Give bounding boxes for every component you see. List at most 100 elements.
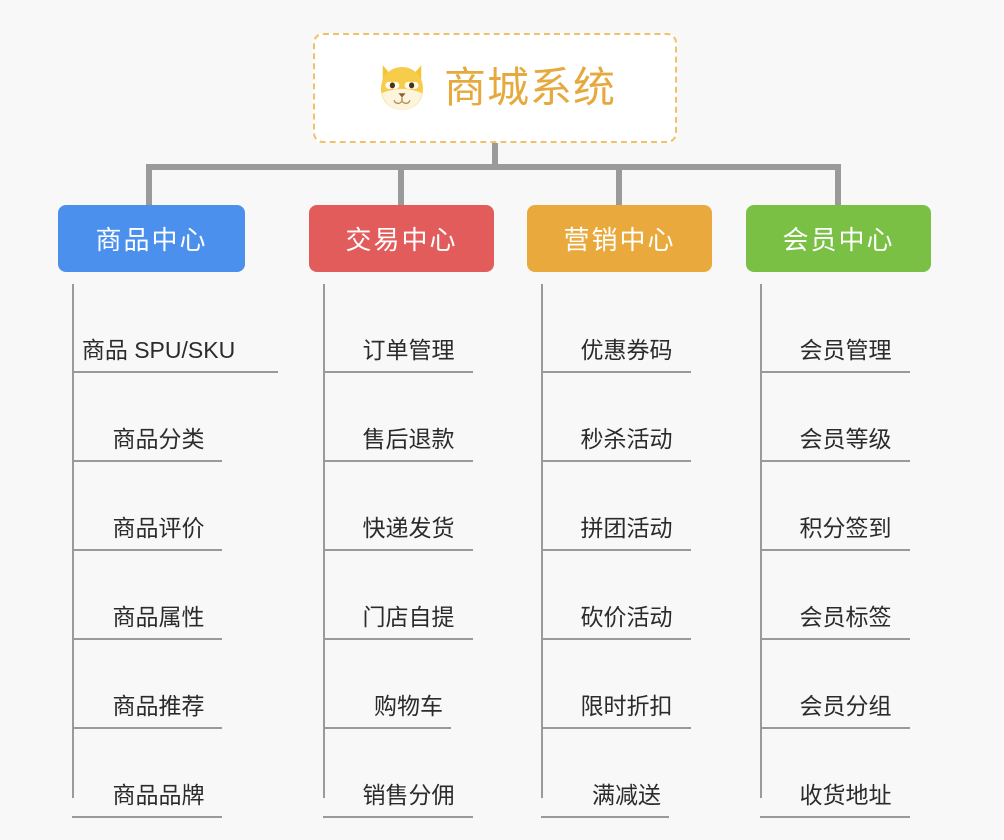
list-item[interactable]: 满减送 [541,729,712,818]
category-label: 营销中心 [563,225,676,255]
leaf-label: 商品属性 [112,603,205,630]
list-item[interactable]: 购物车 [323,640,494,729]
list-item[interactable]: 商品评价 [72,462,245,551]
list-item[interactable]: 秒杀活动 [541,373,712,462]
list-item[interactable]: 销售分佣 [323,729,494,818]
list-item[interactable]: 砍价活动 [541,551,712,640]
connector-drop-2 [398,164,404,206]
leaf-label: 会员等级 [799,425,892,452]
leaf-label: 商品 SPU/SKU [81,336,236,363]
leaf-rule [323,638,473,640]
branch-column-1: 商品中心 商品 SPU/SKU 商品分类 商品评价 商品属性 商品推荐 [58,205,278,818]
leaf-list-1: 商品 SPU/SKU 商品分类 商品评价 商品属性 商品推荐 商品品牌 [58,284,278,818]
connector-root-stub [492,143,498,167]
leaf-label: 会员分组 [799,692,892,719]
list-item[interactable]: 订单管理 [323,284,494,373]
leaf-rule [760,371,910,373]
leaf-list-2: 订单管理 售后退款 快递发货 门店自提 购物车 销售分佣 [309,284,494,818]
leaf-label: 商品品牌 [112,781,205,808]
list-item[interactable]: 售后退款 [323,373,494,462]
connector-drop-3 [616,164,622,206]
leaf-rule [541,460,691,462]
leaf-label: 会员标签 [799,603,892,630]
leaf-rule [760,460,910,462]
leaf-label: 积分签到 [799,514,892,541]
trunk-line-1 [72,284,74,798]
branch-column-3: 营销中心 优惠券码 秒杀活动 拼团活动 砍价活动 限时折扣 [527,205,712,818]
list-item[interactable]: 会员分组 [760,640,931,729]
leaf-rule [760,549,910,551]
leaf-rule [72,371,278,373]
leaf-label: 拼团活动 [580,514,673,541]
leaf-label: 订单管理 [362,336,455,363]
leaf-label: 秒杀活动 [580,425,673,452]
leaf-label: 满减送 [592,781,661,808]
category-header-marketing[interactable]: 营销中心 [527,205,712,272]
branch-column-4: 会员中心 会员管理 会员等级 积分签到 会员标签 会员分组 [746,205,931,818]
leaf-label: 快递发货 [362,514,455,541]
leaf-label: 优惠券码 [580,336,673,363]
leaf-rule [760,638,910,640]
root-title: 商城系统 [443,64,616,111]
leaf-label: 商品推荐 [112,692,205,719]
leaf-rule [323,727,451,729]
leaf-rule [541,549,691,551]
category-header-trade[interactable]: 交易中心 [309,205,494,272]
list-item[interactable]: 会员管理 [760,284,931,373]
list-item[interactable]: 商品属性 [72,551,245,640]
leaf-label: 限时折扣 [580,692,673,719]
leaf-list-3: 优惠券码 秒杀活动 拼团活动 砍价活动 限时折扣 满减送 [527,284,712,818]
trunk-line-3 [541,284,543,798]
leaf-rule [760,816,910,818]
leaf-rule [72,638,222,640]
list-item[interactable]: 收货地址 [760,729,931,818]
leaf-label: 会员管理 [799,336,892,363]
list-item[interactable]: 门店自提 [323,551,494,640]
leaf-rule [541,816,669,818]
list-item[interactable]: 积分签到 [760,462,931,551]
list-item[interactable]: 拼团活动 [541,462,712,551]
list-item[interactable]: 优惠券码 [541,284,712,373]
list-item[interactable]: 会员等级 [760,373,931,462]
leaf-rule [323,549,473,551]
leaf-rule [323,371,473,373]
category-header-product[interactable]: 商品中心 [58,205,245,272]
leaf-rule [541,727,691,729]
list-item[interactable]: 快递发货 [323,462,494,551]
trunk-line-2 [323,284,325,798]
leaf-rule [72,727,222,729]
category-label: 会员中心 [782,225,895,255]
leaf-label: 收货地址 [799,781,892,808]
connector-drop-4 [835,164,841,206]
branch-column-2: 交易中心 订单管理 售后退款 快递发货 门店自提 购物车 [309,205,494,818]
leaf-label: 商品评价 [112,514,205,541]
list-item[interactable]: 商品推荐 [72,640,245,729]
leaf-rule [323,460,473,462]
category-label: 商品中心 [95,225,208,255]
leaf-label: 商品分类 [112,425,205,452]
leaf-rule [323,816,473,818]
list-item[interactable]: 会员标签 [760,551,931,640]
leaf-rule [760,727,910,729]
category-header-member[interactable]: 会员中心 [746,205,931,272]
leaf-label: 售后退款 [362,425,455,452]
connector-drop-1 [146,164,152,206]
leaf-rule [72,549,222,551]
shiba-dog-icon [380,65,423,110]
list-item[interactable]: 限时折扣 [541,640,712,729]
leaf-label: 销售分佣 [362,781,455,808]
leaf-label: 门店自提 [362,603,455,630]
leaf-label: 购物车 [374,692,443,719]
leaf-rule [541,371,691,373]
root-node[interactable]: 商城系统 [313,33,677,143]
leaf-label: 砍价活动 [580,603,673,630]
leaf-rule [541,638,691,640]
list-item[interactable]: 商品分类 [72,373,245,462]
leaf-list-4: 会员管理 会员等级 积分签到 会员标签 会员分组 收货地址 [746,284,931,818]
list-item[interactable]: 商品 SPU/SKU [72,284,278,373]
leaf-rule [72,460,222,462]
category-label: 交易中心 [345,225,458,255]
list-item[interactable]: 商品品牌 [72,729,245,818]
trunk-line-4 [760,284,762,798]
